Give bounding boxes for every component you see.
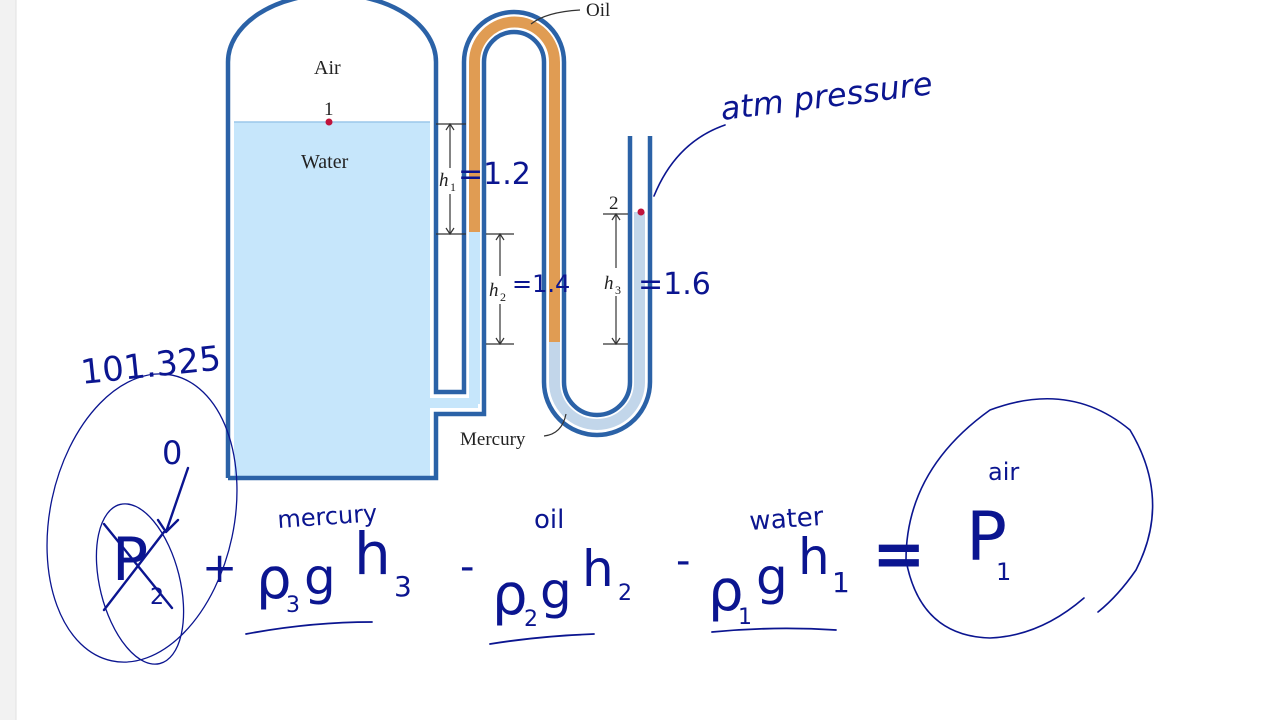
tube-oil-left — [469, 62, 480, 234]
point-2-label: 2 — [609, 193, 619, 214]
h2-dimension — [486, 232, 514, 346]
oil-column — [469, 16, 560, 344]
svg-text:ρ: ρ — [256, 547, 292, 612]
equals-sign: = — [872, 518, 926, 592]
atm-pressure-arrow — [653, 124, 726, 197]
plus-sign: + — [202, 543, 237, 592]
underline-oil-term — [489, 633, 595, 645]
underline-water-term — [711, 627, 837, 633]
h1-dimension — [436, 122, 466, 236]
svg-text:g: g — [756, 548, 788, 606]
tube-water-left — [469, 232, 480, 404]
oil-label: Oil — [586, 0, 610, 21]
svg-text:2: 2 — [500, 290, 506, 304]
left-inner-circle — [95, 503, 185, 665]
p1-circle — [905, 397, 1154, 639]
point-1-label: 1 — [324, 99, 334, 120]
svg-text:g: g — [304, 548, 336, 606]
svg-text:1: 1 — [832, 566, 850, 599]
connector-water — [430, 398, 478, 408]
svg-text:h: h — [439, 170, 449, 191]
zero-annotation: 0 — [162, 434, 182, 472]
equation-underlines — [245, 621, 837, 645]
tank-water — [234, 122, 430, 476]
svg-text:3: 3 — [286, 593, 300, 618]
mercury-leader — [543, 413, 567, 437]
minus-sign-2: - — [676, 538, 690, 584]
svg-text:3: 3 — [394, 570, 412, 603]
svg-text:h: h — [798, 528, 830, 586]
page-margin — [0, 0, 16, 720]
svg-text:2: 2 — [150, 585, 164, 610]
svg-text:1: 1 — [996, 558, 1011, 586]
point-2-marker — [637, 208, 645, 216]
air-label: Air — [314, 57, 341, 79]
tank-inner-wall — [228, 29, 653, 481]
mercury-column — [549, 212, 645, 430]
underline-mercury-term — [245, 621, 373, 635]
svg-text:h: h — [604, 273, 614, 294]
svg-text:P: P — [112, 525, 148, 595]
rho3-g-h3-term: ρ 3 g h 3 — [256, 520, 412, 618]
h1-label: h 1 — [439, 170, 456, 194]
cross-out-mark — [102, 522, 174, 612]
atm-pressure-note: atm pressure — [718, 64, 934, 128]
svg-text:1: 1 — [450, 180, 456, 194]
water-label: Water — [301, 151, 349, 173]
h2-label: h 2 — [489, 280, 506, 304]
h1-value-annotation: =1.2 — [458, 157, 531, 192]
tank-air-region — [234, 0, 430, 124]
pressure-equation: P 2 + ρ 3 g h 3 - ρ 2 g h 2 - ρ 1 g h 1 … — [112, 498, 1011, 632]
air-word-annotation: air — [988, 458, 1019, 486]
svg-text:h: h — [354, 520, 391, 588]
svg-text:3: 3 — [615, 283, 621, 297]
zero-arrow — [156, 466, 190, 534]
p-atm-value-annotation: 101.325 — [79, 338, 223, 392]
svg-text:1: 1 — [738, 605, 752, 630]
rho1-g-h1-term: ρ 1 g h 1 — [708, 528, 850, 630]
left-outer-circle — [46, 373, 238, 663]
point-1-marker — [325, 118, 333, 126]
h3-label: h 3 — [604, 273, 621, 297]
manometer-diagram: Oil Air 1 Water 2 Mercury h 1 h 2 h 3 — [225, 0, 653, 481]
mercury-word-annotation: mercury — [276, 499, 378, 534]
water-word-annotation: water — [748, 502, 824, 537]
p-atm-term: P 2 — [112, 525, 164, 610]
svg-text:h: h — [489, 280, 499, 301]
h3-dimension — [603, 212, 628, 346]
mercury-label: Mercury — [460, 429, 526, 450]
svg-text:P: P — [966, 498, 1007, 577]
svg-text:2: 2 — [618, 581, 632, 606]
h3-value-annotation: =1.6 — [638, 267, 711, 302]
rho2-g-h2-term: ρ 2 g h 2 — [492, 540, 632, 632]
svg-text:ρ: ρ — [708, 559, 744, 624]
minus-sign-1: - — [460, 544, 474, 590]
oil-word-annotation: oil — [534, 505, 564, 535]
svg-text:ρ: ρ — [492, 563, 528, 628]
tank-outer-wall — [225, 0, 633, 478]
svg-text:h: h — [582, 540, 614, 598]
oil-leader — [530, 9, 581, 25]
svg-text:g: g — [540, 562, 572, 620]
svg-text:2: 2 — [524, 607, 538, 632]
h2-value-annotation: =1.4 — [512, 270, 570, 298]
p1-term: P 1 — [966, 498, 1011, 586]
